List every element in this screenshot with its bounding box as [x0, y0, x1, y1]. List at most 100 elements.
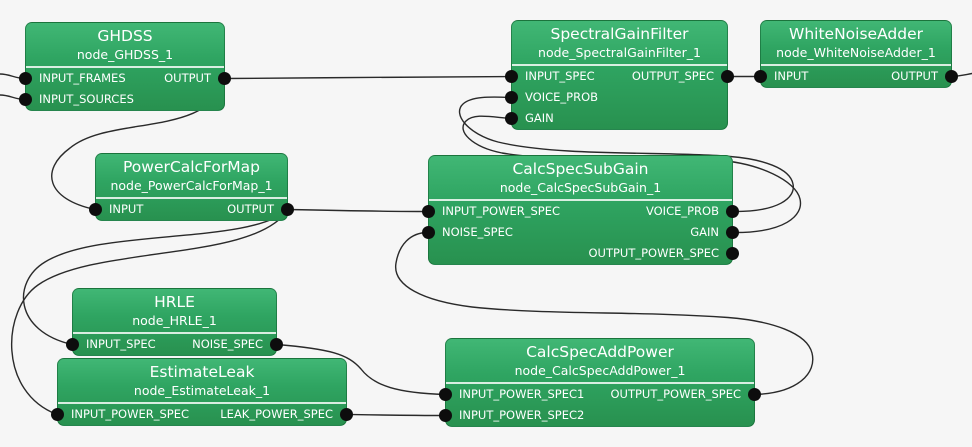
node-instance: node_CalcSpecSubGain_1 [499, 180, 662, 195]
node-ghdss[interactable]: GHDSS node_GHDSS_1 INPUT_FRAMES OUTPUT I… [19, 22, 231, 111]
port-row: INPUT_SPEC NOISE_SPEC [66, 334, 283, 355]
wire-powercalcformap-output-hrle-input-spec[interactable] [22, 208, 289, 346]
port-calcspecsubgain-output-power-spec[interactable] [726, 247, 739, 260]
port-label: INPUT_FRAMES [39, 71, 126, 85]
port-label: OUTPUT_POWER_SPEC [588, 246, 719, 260]
node-header: PowerCalcForMap node_PowerCalcForMap_1 [96, 154, 287, 197]
node-calcspecaddpower[interactable]: CalcSpecAddPower node_CalcSpecAddPower_1… [439, 338, 761, 427]
node-calcspecsubgain[interactable]: CalcSpecSubGain node_CalcSpecSubGain_1 I… [422, 155, 739, 265]
port-label: OUTPUT_POWER_SPEC [610, 387, 741, 401]
port-estimateleak-input-power-spec[interactable] [51, 408, 64, 421]
node-header: WhiteNoiseAdder node_WhiteNoiseAdder_1 [761, 21, 951, 64]
port-row: INPUT OUTPUT [89, 199, 294, 220]
port-row: INPUT_POWER_SPEC LEAK_POWER_SPEC [51, 404, 353, 425]
port-label: NOISE_SPEC [192, 337, 263, 351]
node-instance: node_CalcSpecAddPower_1 [514, 363, 686, 378]
node-title: SpectralGainFilter [550, 25, 689, 43]
port-spectralgainfilter-input-spec[interactable] [505, 70, 518, 83]
port-label: GAIN [525, 111, 554, 125]
port-row: INPUT_SOURCES [19, 89, 224, 110]
port-hrle-input-spec[interactable] [66, 338, 79, 351]
node-instance: node_HRLE_1 [132, 313, 217, 328]
port-ghdss-output[interactable] [218, 72, 231, 85]
node-title: PowerCalcForMap [123, 158, 260, 176]
port-row: INPUT_FRAMES OUTPUT [19, 68, 231, 89]
port-row: GAIN [505, 108, 727, 129]
node-header: SpectralGainFilter node_SpectralGainFilt… [512, 21, 727, 64]
port-label: INPUT_POWER_SPEC1 [459, 387, 585, 401]
port-label: INPUT_POWER_SPEC2 [459, 408, 585, 422]
port-row: INPUT_POWER_SPEC2 [439, 405, 754, 426]
node-title: CalcSpecSubGain [512, 160, 649, 178]
node-spectralgainfilter[interactable]: SpectralGainFilter node_SpectralGainFilt… [505, 20, 734, 130]
port-label: INPUT [109, 202, 144, 216]
port-label: INPUT_SOURCES [39, 92, 134, 106]
port-calcspecsubgain-noise-spec[interactable] [422, 226, 435, 239]
node-title: CalcSpecAddPower [526, 343, 674, 361]
port-label: OUTPUT [227, 202, 274, 216]
node-instance: node_SpectralGainFilter_1 [538, 45, 701, 60]
port-spectralgainfilter-gain[interactable] [505, 112, 518, 125]
port-row: INPUT_POWER_SPEC1 OUTPUT_POWER_SPEC [439, 384, 761, 405]
node-instance: node_WhiteNoiseAdder_1 [776, 45, 936, 60]
port-whitenoiseadder-input[interactable] [754, 70, 767, 83]
port-calcspecsubgain-gain[interactable] [726, 226, 739, 239]
port-calcspecaddpower-output-power-spec[interactable] [748, 388, 761, 401]
node-header: CalcSpecAddPower node_CalcSpecAddPower_1 [446, 339, 754, 382]
node-title: EstimateLeak [149, 363, 255, 381]
port-label: INPUT_POWER_SPEC [71, 407, 190, 421]
wire-hrle-noise-spec-calcspecaddpower-input-power-spec1[interactable] [276, 343, 446, 396]
wire-powercalcformap-output-calcspecsubgain-input-power-spec[interactable] [287, 208, 429, 213]
port-calcspecaddpower-input-power-spec1[interactable] [439, 388, 452, 401]
port-ghdss-input-sources[interactable] [19, 93, 32, 106]
wire-powercalcformap-output-estimateleak-input-power-spec[interactable] [11, 208, 289, 416]
wire-calcspecaddpower-output-calcspecsubgain-noise-spec[interactable] [395, 231, 814, 396]
port-row: OUTPUT_POWER_SPEC [429, 243, 739, 264]
wire-ghdss-output-powercalcformap-input[interactable] [51, 77, 226, 211]
port-calcspecaddpower-input-power-spec2[interactable] [439, 409, 452, 422]
port-calcspecsubgain-input-power-spec[interactable] [422, 205, 435, 218]
port-label: INPUT_SPEC [86, 337, 156, 351]
node-estimateleak[interactable]: EstimateLeak node_EstimateLeak_1 INPUT_P… [51, 358, 353, 426]
port-label: INPUT_SPEC [525, 69, 595, 83]
port-label: GAIN [690, 225, 719, 239]
port-row: INPUT_SPEC OUTPUT_SPEC [505, 66, 734, 87]
node-title: GHDSS [97, 27, 153, 45]
node-header: EstimateLeak node_EstimateLeak_1 [58, 359, 346, 402]
wire-estimateleak-leak-power-spec-calcspecaddpower-input-power-spec2[interactable] [346, 413, 446, 417]
node-hrle[interactable]: HRLE node_HRLE_1 INPUT_SPEC NOISE_SPEC [66, 288, 283, 356]
port-label: OUTPUT [891, 69, 938, 83]
node-instance: node_EstimateLeak_1 [133, 383, 271, 398]
port-label: OUTPUT [164, 71, 211, 85]
node-whitenoiseadder[interactable]: WhiteNoiseAdder node_WhiteNoiseAdder_1 I… [754, 20, 958, 88]
node-title: HRLE [154, 293, 195, 311]
port-label: VOICE_PROB [525, 90, 599, 104]
node-header: CalcSpecSubGain node_CalcSpecSubGain_1 [429, 156, 732, 199]
port-ghdss-input-frames[interactable] [19, 72, 32, 85]
port-row: INPUT_POWER_SPEC VOICE_PROB [422, 201, 739, 222]
port-label: NOISE_SPEC [442, 225, 513, 239]
port-whitenoiseadder-output[interactable] [945, 70, 958, 83]
port-hrle-noise-spec[interactable] [270, 338, 283, 351]
port-label: LEAK_POWER_SPEC [220, 407, 333, 421]
port-label: INPUT_POWER_SPEC [442, 204, 561, 218]
node-instance: node_GHDSS_1 [76, 47, 174, 62]
port-row: VOICE_PROB [505, 87, 727, 108]
port-label: VOICE_PROB [645, 204, 719, 218]
port-powercalcformap-output[interactable] [281, 203, 294, 216]
port-label: INPUT [774, 69, 809, 83]
port-spectralgainfilter-output-spec[interactable] [721, 70, 734, 83]
port-estimateleak-leak-power-spec[interactable] [340, 408, 353, 421]
node-header: GHDSS node_GHDSS_1 [26, 23, 224, 66]
wire-ghdss-output-spectralgainfilter-input-spec[interactable] [224, 75, 512, 80]
port-calcspecsubgain-voice-prob[interactable] [726, 205, 739, 218]
port-powercalcformap-input[interactable] [89, 203, 102, 216]
port-row: NOISE_SPEC GAIN [422, 222, 739, 243]
port-spectralgainfilter-voice-prob[interactable] [505, 91, 518, 104]
node-title: WhiteNoiseAdder [789, 25, 923, 43]
node-powercalcformap[interactable]: PowerCalcForMap node_PowerCalcForMap_1 I… [89, 153, 294, 221]
node-header: HRLE node_HRLE_1 [73, 289, 276, 332]
port-label: OUTPUT_SPEC [631, 69, 714, 83]
